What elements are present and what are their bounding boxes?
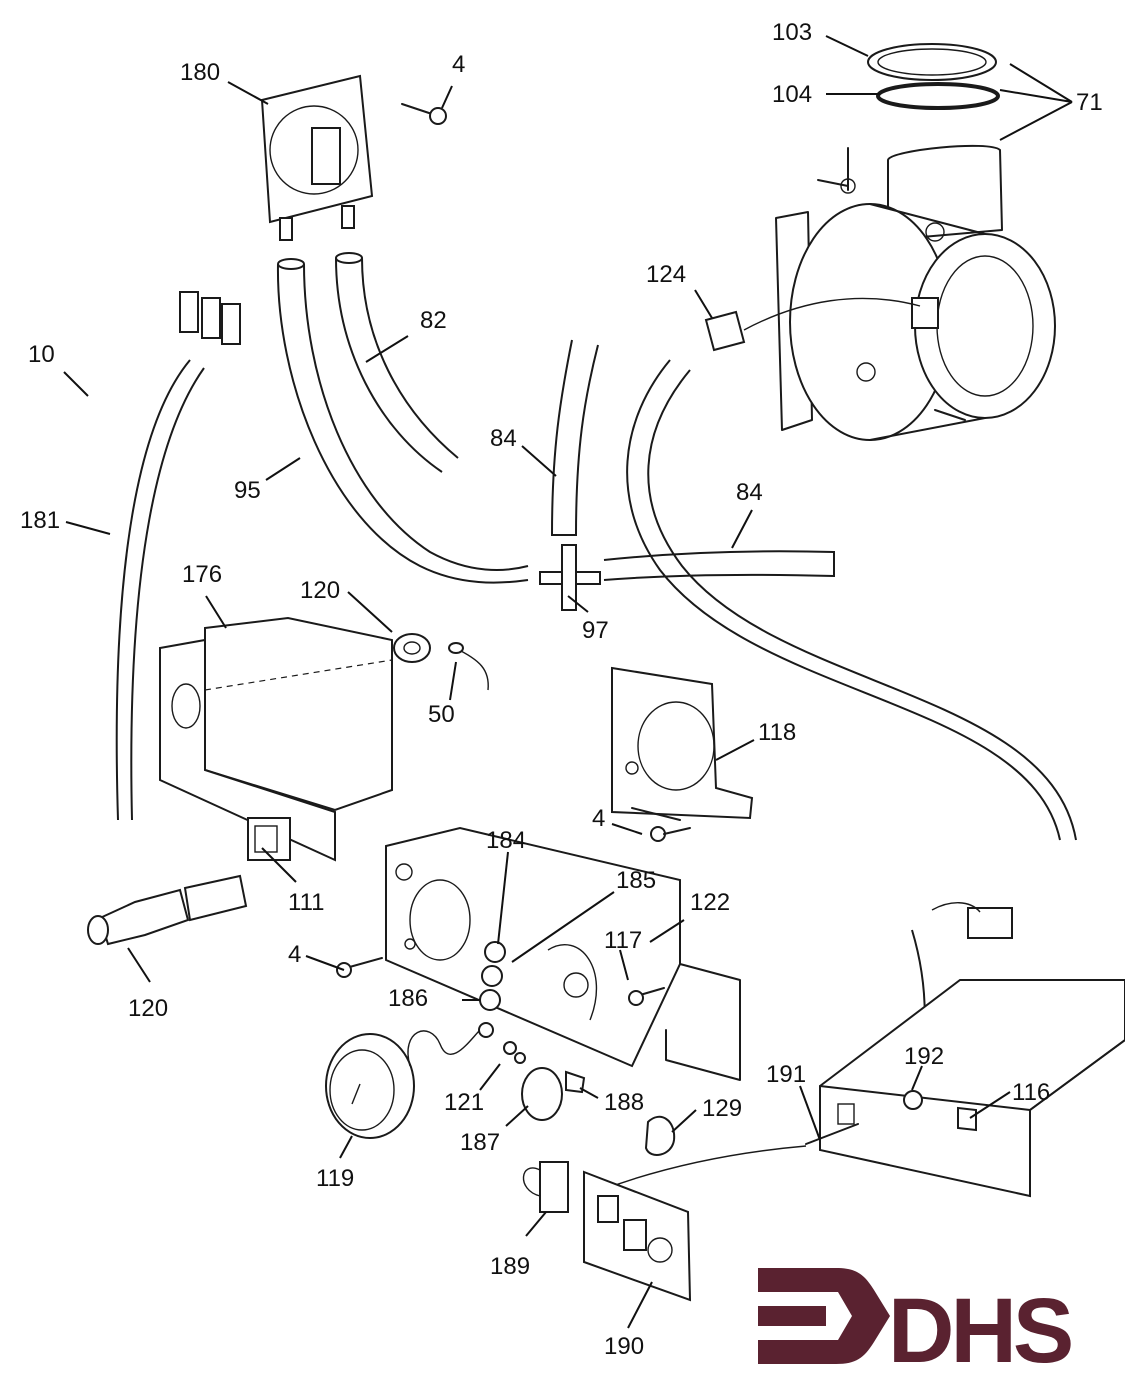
callout-103: 103: [772, 19, 812, 46]
callout-180: 180: [180, 59, 220, 86]
callout-190: 190: [604, 1333, 644, 1360]
clip-and-sensor: [595, 1115, 859, 1193]
callout-95: 95: [234, 477, 261, 504]
callout-111: 111: [288, 889, 324, 916]
callout-97: 97: [582, 617, 609, 644]
control-box: [159, 616, 489, 862]
callout-191: 191: [766, 1061, 806, 1088]
callout-188: 188: [604, 1089, 644, 1116]
chassis: [819, 979, 1125, 1198]
callout-4-left: 4: [288, 941, 301, 968]
callout-176: 176: [182, 561, 222, 588]
callout-10: 10: [28, 341, 55, 368]
callout-192: 192: [904, 1043, 944, 1070]
callout-84-right: 84: [736, 479, 763, 506]
callout-116: 116: [1012, 1079, 1050, 1106]
callout-119: 119: [316, 1165, 354, 1192]
pressure-gauge: [325, 1022, 526, 1139]
control-pcb: [522, 1161, 692, 1302]
callout-4-mid: 4: [592, 805, 605, 832]
callout-186: 186: [388, 985, 428, 1012]
thermostat-knob: [521, 1067, 586, 1121]
callout-120-top: 120: [300, 577, 340, 604]
callout-71: 71: [1076, 89, 1103, 116]
callout-121: 121: [444, 1089, 484, 1116]
dhs-logo: DHS: [758, 1268, 1075, 1376]
front-panel: [336, 826, 741, 1081]
callout-185: 185: [616, 867, 656, 894]
dhs-arrow-mark: [758, 1268, 890, 1364]
hoses: [276, 252, 835, 611]
callout-181: 181: [20, 507, 60, 534]
callout-84-left: 84: [490, 425, 517, 452]
callout-118: 118: [758, 719, 796, 746]
callout-82: 82: [420, 307, 447, 334]
callout-189: 189: [490, 1253, 530, 1280]
callout-122: 122: [690, 889, 730, 916]
callout-117: 117: [604, 927, 642, 954]
wiring: [115, 291, 1077, 1101]
callout-129: 129: [702, 1095, 742, 1122]
pressure-switch: [260, 74, 447, 241]
mounting-plate: [611, 666, 754, 842]
fan-assembly: [775, 43, 1056, 441]
callout-labels: 103 104 71 180 4 10 82 124 84 95 84 181 …: [20, 19, 1103, 1360]
callout-187: 187: [460, 1129, 500, 1156]
callout-50: 50: [428, 701, 455, 728]
callout-4-top: 4: [452, 51, 465, 78]
callout-124: 124: [646, 261, 686, 288]
callout-104: 104: [772, 81, 812, 108]
callout-184: 184: [486, 827, 526, 854]
igniter: [87, 874, 248, 946]
callout-120-bottom: 120: [128, 995, 168, 1022]
dhs-logo-text: DHS: [888, 1280, 1071, 1376]
leader-lines: [63, 35, 1073, 1329]
